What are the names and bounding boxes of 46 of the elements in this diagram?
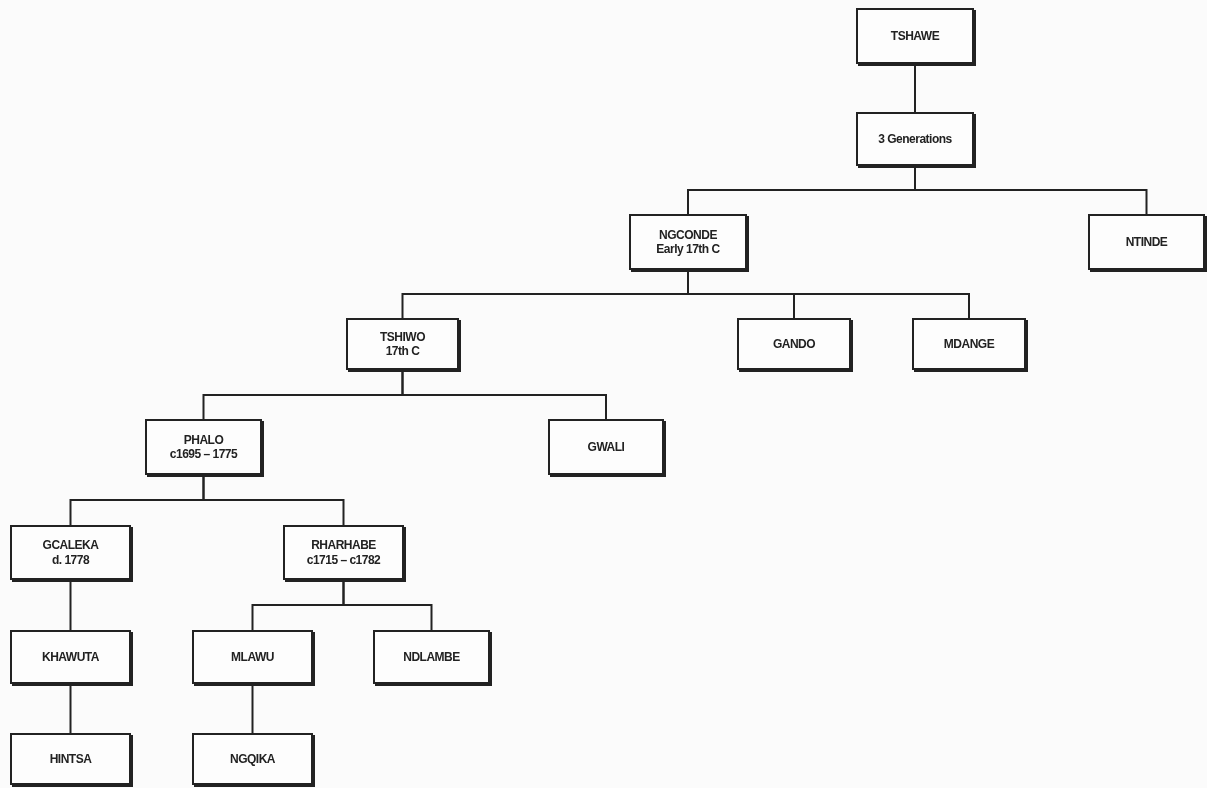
name-text: TSHIWO <box>380 329 425 344</box>
name-text: NGCONDE <box>659 227 717 242</box>
name-text: MLAWU <box>231 649 274 665</box>
name-text: PHALO <box>183 432 224 447</box>
connector-line <box>914 63 916 113</box>
name-text: 3 Generations <box>878 131 952 147</box>
person-box <box>548 419 664 475</box>
person-box <box>10 733 131 785</box>
person-box <box>283 525 404 580</box>
person-box <box>856 8 974 64</box>
person-box <box>145 419 262 475</box>
name-text: KHAWUTA <box>42 649 99 665</box>
period-text: 17th C <box>385 344 420 359</box>
connector-line <box>251 683 254 734</box>
person-box <box>912 318 1026 370</box>
person-box <box>192 733 313 785</box>
connector-line <box>202 474 345 526</box>
connector-line <box>914 165 1148 215</box>
person-box <box>10 630 131 684</box>
name-text: HINTSA <box>49 751 92 767</box>
person-box <box>737 318 851 370</box>
name-text: NTINDE <box>1125 234 1168 250</box>
person-box <box>1088 214 1205 270</box>
connector-line <box>401 369 607 420</box>
connector-line <box>342 579 433 631</box>
name-text: NDLAMBE <box>403 649 460 665</box>
name-text: GWALI <box>587 439 625 455</box>
connector-line <box>69 579 72 631</box>
person-box <box>10 525 131 580</box>
connector-line <box>687 269 970 319</box>
person-box <box>346 318 459 370</box>
period-text: Early 17th C <box>656 242 720 257</box>
person-box <box>373 630 490 684</box>
name-text: MDANGE <box>943 336 995 352</box>
name-text: NGQIKA <box>230 751 275 767</box>
name-text: GCALEKA <box>42 538 99 553</box>
connector-line <box>69 683 72 734</box>
person-box <box>629 214 747 270</box>
name-text: GANDO <box>772 336 816 352</box>
person-box <box>856 112 974 166</box>
period-text: d. 1778 <box>51 552 90 567</box>
person-box <box>192 630 313 684</box>
name-text: RHARHABE <box>311 538 376 553</box>
period-text: c1695 – 1775 <box>169 447 238 462</box>
period-text: c1715 – c1782 <box>306 552 381 567</box>
name-text: TSHAWE <box>890 28 940 44</box>
